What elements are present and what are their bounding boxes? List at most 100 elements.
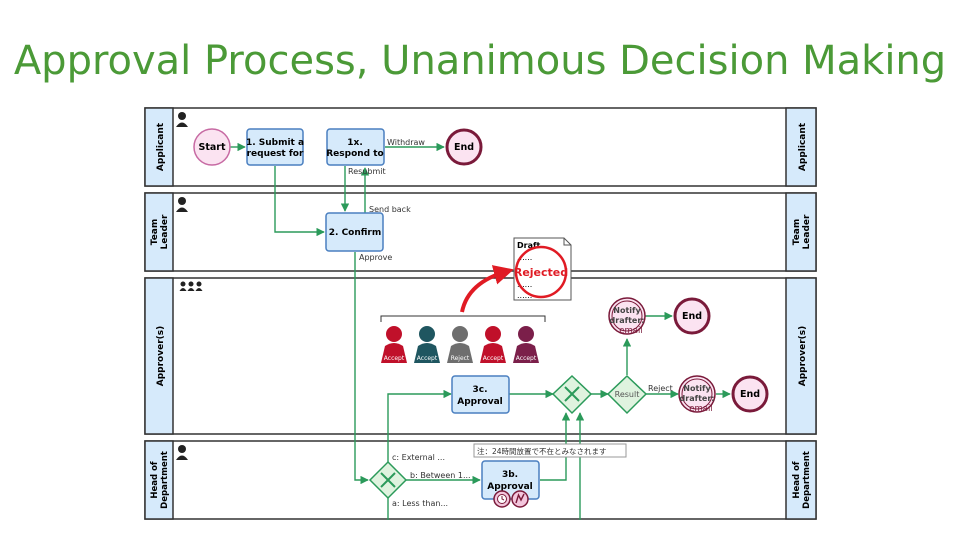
rejected-stamp: Rejected (514, 266, 568, 279)
voter-bracket (380, 315, 546, 322)
person-icon (176, 197, 188, 212)
lane-label-head-of: Head of (150, 461, 160, 498)
svg-text:drafter:: drafter: (610, 316, 645, 325)
notify-drafter-event-reject[interactable]: Notify drafter: email (678, 375, 716, 414)
flow-external (387, 389, 452, 462)
svg-text:Start: Start (198, 142, 225, 153)
document-title: Draft (517, 241, 540, 250)
svg-text:Notify: Notify (613, 306, 641, 315)
rejected-stamp-ring (514, 245, 568, 299)
voter-body (513, 343, 539, 363)
svg-text:Result: Result (615, 390, 640, 399)
red-curved-arrow (460, 265, 514, 313)
flow-label-between: b: Between 1... (410, 471, 471, 480)
voter-figure: Accept (513, 326, 539, 363)
exclusive-gateway[interactable] (368, 460, 408, 500)
lane-label-department: Department (160, 451, 170, 509)
rejected-document: Draft ...... ...... ...... Rejected (513, 237, 572, 301)
task-approval-3c[interactable]: 3c. Approval (451, 375, 510, 414)
svg-text:drafter:: drafter: (680, 394, 715, 403)
end-event-accept[interactable]: End (673, 297, 711, 335)
lane-label-team: Team (150, 219, 160, 246)
document-dots: ...... (517, 291, 532, 300)
svg-text:email: email (689, 404, 712, 414)
lane-label-applicant: Applicant (156, 122, 166, 171)
group-icon (179, 281, 203, 291)
timer-icon (493, 490, 511, 508)
gateway-x-icon (380, 472, 396, 488)
voter-head (518, 326, 534, 342)
end-event-reject[interactable]: End (731, 375, 769, 413)
gateway-x-icon (564, 386, 580, 402)
svg-text:1. Submit a: 1. Submit a (246, 138, 304, 148)
note-callout: 注：24時間放置で不在とみなされます (473, 443, 627, 458)
flow-label-less-than: a: Less than... (392, 499, 448, 508)
flow-label-send-back: Send back (369, 205, 411, 214)
flow-label-reject: Reject (648, 384, 673, 393)
lane-label-head-of-right: Head of (792, 461, 802, 498)
flow-label-approve: Approve (359, 253, 392, 262)
svg-text:Approval: Approval (487, 482, 533, 492)
lane-label-applicant-right: Applicant (798, 122, 808, 171)
parallel-join-gateway[interactable] (551, 374, 593, 415)
svg-text:Respond to: Respond to (326, 149, 384, 159)
document-dots: ...... (517, 280, 532, 289)
lane-label-approvers: Approver(s) (156, 326, 166, 386)
voter-label: Accept (516, 355, 537, 362)
task-submit-request[interactable]: 1. Submit a request for (246, 128, 304, 166)
voter-head (485, 326, 501, 342)
voter-body (381, 343, 407, 363)
flow-3b-join (540, 412, 571, 481)
svg-text:2. Confirm: 2. Confirm (329, 228, 382, 238)
voter-figure: Reject (447, 326, 473, 363)
voter-label: Accept (417, 355, 438, 362)
voter-figure: Accept (381, 326, 407, 363)
svg-text:request for: request for (247, 149, 304, 159)
svg-text:1x.: 1x. (347, 138, 363, 148)
svg-text:注：24時間放置で不在とみなされます: 注：24時間放置で不在とみなされます (477, 446, 607, 456)
svg-text:End: End (454, 142, 474, 153)
lane-label-approvers-right: Approver(s) (798, 326, 808, 386)
voter-body (414, 343, 440, 363)
flow-label-withdraw: Withdraw (387, 138, 425, 147)
flow-approve (354, 252, 369, 485)
task-confirm[interactable]: 2. Confirm (325, 212, 384, 252)
lane-label-team-right: Team (792, 219, 802, 246)
svg-text:End: End (740, 389, 760, 400)
notify-drafter-event[interactable]: Notify drafter: email (608, 297, 646, 336)
voter-head (452, 326, 468, 342)
svg-text:End: End (682, 311, 702, 322)
svg-text:Notify: Notify (683, 384, 711, 393)
lane-team-leader: Team Leader Team Leader (144, 192, 817, 272)
flow-label-external: c: External ... (392, 453, 445, 462)
end-event[interactable]: End (445, 128, 483, 166)
voter-body (480, 343, 506, 363)
flow-submit-confirm (274, 166, 325, 237)
voter-label: Accept (384, 355, 405, 362)
svg-text:3b.: 3b. (502, 470, 518, 480)
lane-label-leader-right: Leader (802, 214, 812, 249)
flow-label-resubmit: Resubmit (348, 167, 386, 176)
page-title: Approval Process, Unanimous Decision Mak… (13, 38, 947, 84)
svg-text:Approval: Approval (457, 397, 503, 407)
voter-head (386, 326, 402, 342)
voter-figure: Accept (414, 326, 440, 363)
svg-text:3c.: 3c. (472, 385, 487, 395)
voter-head (419, 326, 435, 342)
voter-label: Accept (483, 355, 504, 362)
voter-label: Reject (451, 355, 470, 362)
voter-figure: Accept (480, 326, 506, 363)
svg-text:email: email (619, 326, 642, 336)
document-dots: ...... (517, 253, 532, 262)
result-gateway[interactable]: Result (606, 374, 648, 415)
task-approval-3b[interactable]: 3b. Approval (481, 460, 540, 500)
person-icon (176, 445, 188, 460)
task-respond[interactable]: 1x. Respond to (326, 128, 385, 166)
person-icon (176, 112, 188, 127)
lane-label-leader: Leader (160, 214, 170, 249)
start-event[interactable]: Start (193, 128, 231, 166)
voter-group: Accept Accept Reject Accept Accept (381, 326, 539, 363)
error-icon (511, 490, 529, 508)
voter-body (447, 343, 473, 363)
